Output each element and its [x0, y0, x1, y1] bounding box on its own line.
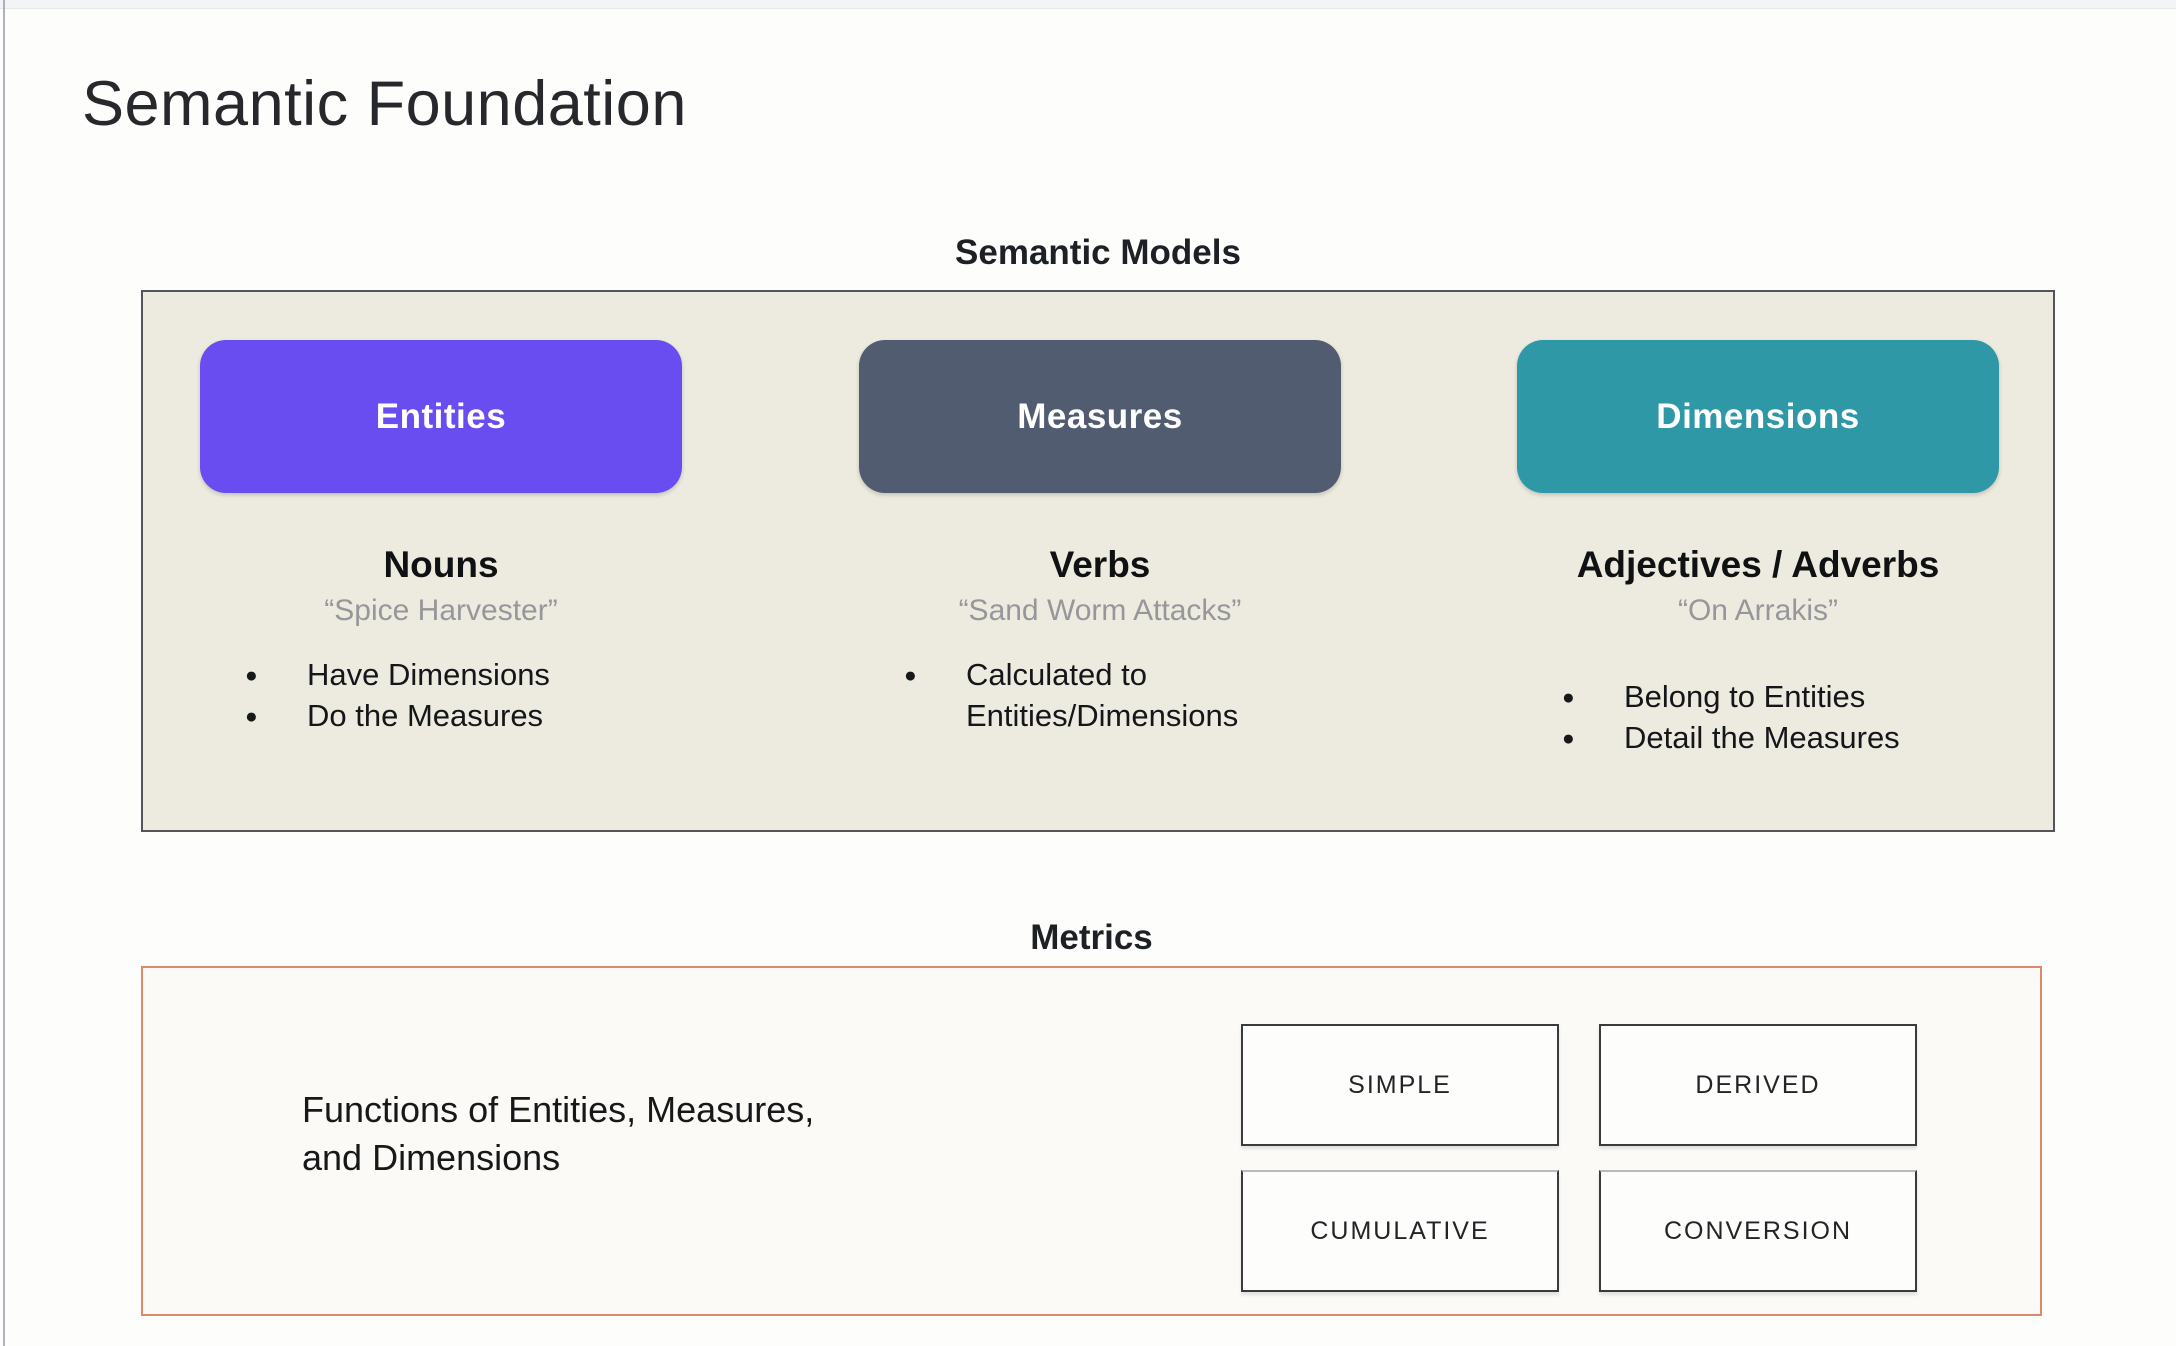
measures-column: Measures Verbs “Sand Worm Attacks” Calcu… [859, 292, 1341, 832]
metrics-description-line2: and Dimensions [302, 1137, 561, 1178]
screen-left-edge [3, 0, 5, 1346]
dimensions-box: Dimensions [1517, 340, 1999, 493]
entities-bullet-list: Have Dimensions Do the Measures [245, 654, 645, 737]
measures-role-label: Verbs [1049, 544, 1151, 585]
entities-role-label: Nouns [383, 544, 499, 585]
bullet-item: Calculated to Entities/Dimensions [904, 654, 1304, 736]
bullet-item: Belong to Entities [1562, 676, 1962, 718]
metrics-description-line1: Functions of Entities, Measures, [302, 1089, 815, 1130]
bullet-item: Do the Measures [245, 695, 645, 737]
bullet-item: Detail the Measures [1562, 717, 1962, 759]
metric-type-simple: SIMPLE [1241, 1024, 1559, 1146]
dimensions-example-label: “On Arrakis” [1677, 594, 1839, 627]
dimensions-bullet-list: Belong to Entities Detail the Measures [1562, 676, 1962, 759]
entities-example-label: “Spice Harvester” [324, 594, 558, 627]
metrics-heading: Metrics [1030, 918, 1153, 957]
page-title: Semantic Foundation [82, 69, 687, 139]
entities-column: Entities Nouns “Spice Harvester” Have Di… [200, 292, 682, 832]
measures-box: Measures [859, 340, 1341, 493]
measures-example-label: “Sand Worm Attacks” [958, 594, 1242, 627]
metric-type-cumulative: CUMULATIVE [1241, 1170, 1559, 1292]
dimensions-column: Dimensions Adjectives / Adverbs “On Arra… [1517, 292, 1999, 832]
metric-type-derived: DERIVED [1599, 1024, 1917, 1146]
metrics-panel: Functions of Entities, Measures, and Dim… [141, 966, 2042, 1316]
bullet-item: Have Dimensions [245, 654, 645, 696]
entities-box: Entities [200, 340, 682, 493]
dimensions-role-label: Adjectives / Adverbs [1576, 544, 1940, 585]
screen-top-edge [0, 0, 2176, 9]
measures-bullet-list: Calculated to Entities/Dimensions [904, 654, 1304, 736]
semantic-models-heading: Semantic Models [955, 233, 1241, 272]
semantic-models-panel: Entities Nouns “Spice Harvester” Have Di… [141, 290, 2055, 832]
metric-type-conversion: CONVERSION [1599, 1170, 1917, 1292]
metrics-description: Functions of Entities, Measures, and Dim… [302, 1086, 814, 1182]
